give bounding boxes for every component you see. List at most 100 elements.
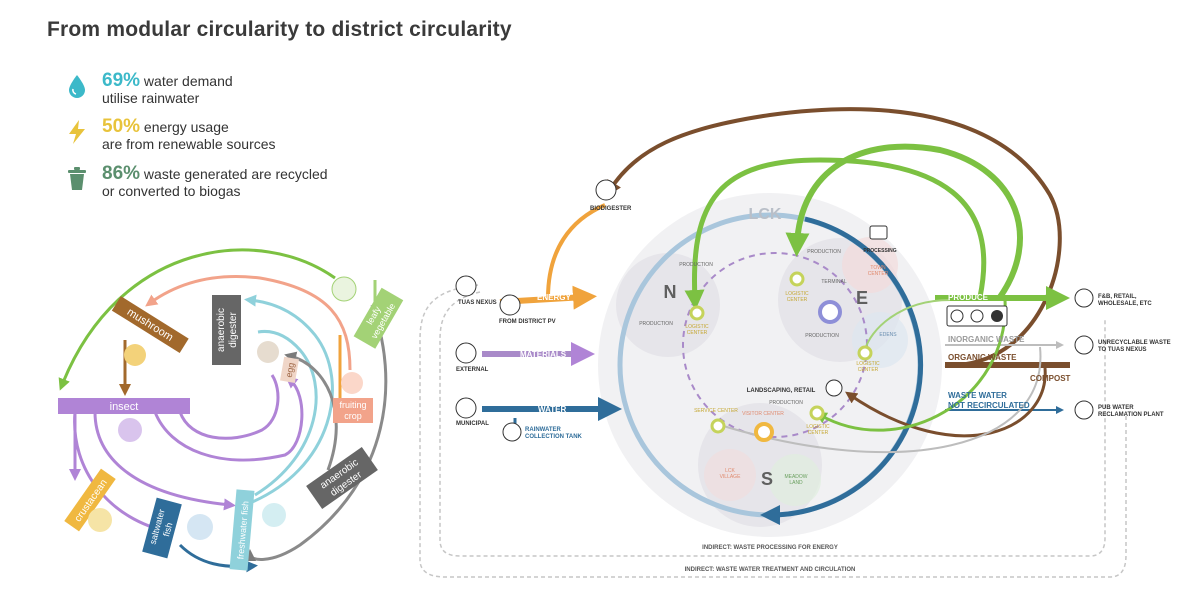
meadow-zone [769,454,821,506]
produce-return-arc-1 [785,143,1023,299]
grey-return [719,346,1042,454]
pub-label-2: RECLAMATION PLANT [1098,412,1164,418]
insect-arc-2 [93,411,236,511]
green-return-1 [814,299,1007,432]
anaerobic-top-label-2: digester [228,312,239,348]
rainwater-tank-label-1: RAINWATER [525,427,562,433]
unrecyclable-label-1: UNRECYCLABLE WASTE [1098,340,1171,346]
logistic-center-e1-node [789,271,805,287]
fruiting-label-1: fruiting [339,400,366,410]
zone-s-label: S [761,469,773,489]
stat-energy-line2: are from renewable sources [102,136,276,152]
meadow-label-1: MEADOW [784,474,807,480]
stat-energy-percent: 50% [102,116,141,137]
tuas-nexus-icon [455,275,477,297]
indirect-water-loop [419,284,1127,578]
external-icon [455,342,477,364]
logistic-e1-label-2: CENTER [787,297,808,303]
landscaping-retail-label: LANDSCAPING, RETAIL [747,388,816,394]
produce-bag-icon [991,310,1003,322]
fruiting-to-mushroom-arrow [145,275,352,371]
from-pv-label: FROM DISTRICT PV [499,319,556,325]
production-n2-label: PRODUCTION [639,321,673,327]
stat-waste-percent: 86% [102,163,141,184]
stat-waste: 86% waste generated are recycled or conv… [66,163,396,205]
insect-arc-4 [178,374,280,440]
insect-arc-3 [153,376,304,462]
logistic-center-e2-node [857,345,873,361]
zone-e-label: E [856,288,868,308]
outer-grey-arc [244,304,388,562]
district-pv-icon [499,294,521,316]
insect-label: insect [110,401,139,413]
indirect-energy-loop [439,291,1106,557]
produce-icons [946,305,1008,327]
indirect-energy-label: INDIRECT: WASTE PROCESSING FOR ENERGY [702,545,838,551]
saltwater-box: saltwater fish [142,497,182,559]
crustacean-icon [88,508,112,532]
indirect-water-label: INDIRECT: WASTE WATER TREATMENT AND CIRC… [685,567,856,573]
egg-icon [257,341,279,363]
produce-label: PRODUCE [948,293,989,302]
tree-icon [825,379,843,397]
stat-water-percent: 69% [102,70,141,91]
pub-label-1: PUB WATER [1098,405,1134,411]
anaerobic-top-box: anaerobic digester [212,295,241,365]
terminal-node [818,300,842,324]
tuas-nexus-label: TUAS NEXUS [458,300,497,306]
stat-waste-line2: or converted to biogas [102,183,241,199]
lightning-icon [69,120,85,144]
logistic-center-n-node [689,305,705,321]
mushroom-label: mushroom [125,306,175,344]
service-center-node [710,418,726,434]
production-e1-label: PRODUCTION [807,249,841,255]
wastewater-label-2: NOT RECIRCULATED [948,401,1030,410]
production-e2-label: PRODUCTION [805,333,839,339]
teal-arc-outer [244,294,334,507]
produce-return-arc-2 [684,157,987,310]
production-s-label: PRODUCTION [769,400,803,406]
rainwater-tank-label-2: COLLECTION TANK [525,434,583,440]
stat-water-line2: utilise rainwater [102,90,200,106]
stat-water-line1: water demand [140,73,233,89]
processing-icon [869,225,888,240]
logistic-n-label-2: CENTER [687,330,708,336]
anaerobic-grey-arc [284,351,338,471]
zone-n-label: N [664,282,677,302]
egg-label: egg [284,362,296,379]
logistic-e1-label: LOGISTIC [785,291,809,297]
stat-water: 69% water demand utilise rainwater [66,70,396,112]
logistic-center-s-node [809,405,825,421]
external-label: EXTERNAL [456,367,489,373]
edens-zone [852,312,908,368]
fruiting-box: fruiting crop [333,398,373,423]
stat-energy: 50% energy usage are from renewable sour… [66,116,396,158]
leafy-to-insect-arrow [58,248,336,391]
meadow-label-2: LAND [789,480,803,486]
logistic-e2-label: LOGISTIC [856,361,880,367]
page-title: From modular circularity to district cir… [47,18,512,41]
stat-waste-line1: waste generated are recycled [140,166,328,182]
materials-label: MATERIALS [520,350,567,359]
terminal-label: TERMINAL [821,279,847,285]
leafy-icon [331,276,357,302]
saltwater-label-2: fish [161,521,174,537]
district-cycle: LCK N E S PRODUCTION PRODUCTION LOGISTIC… [419,107,1171,578]
insect-box: insect [58,398,190,414]
municipal-icon [455,397,477,419]
egg-box: egg [280,356,299,384]
water-circulation-arc [760,216,924,526]
green-return-2 [864,299,951,351]
rainwater-tank-icon [502,422,522,442]
compost-label: COMPOST [1030,374,1071,383]
compost-return [845,367,1047,438]
visitor-center-node [754,422,774,442]
visitor-center-label: VISITOR CENTER [742,411,784,417]
produce-plant-icon [950,309,964,323]
water-drop-icon [69,75,85,98]
leafy-box: leafy vegetable [353,287,404,349]
lck-village-label-1: LCK [725,468,735,474]
unrecyclable-icon [1074,335,1094,355]
produce-fish-icon [970,309,984,323]
